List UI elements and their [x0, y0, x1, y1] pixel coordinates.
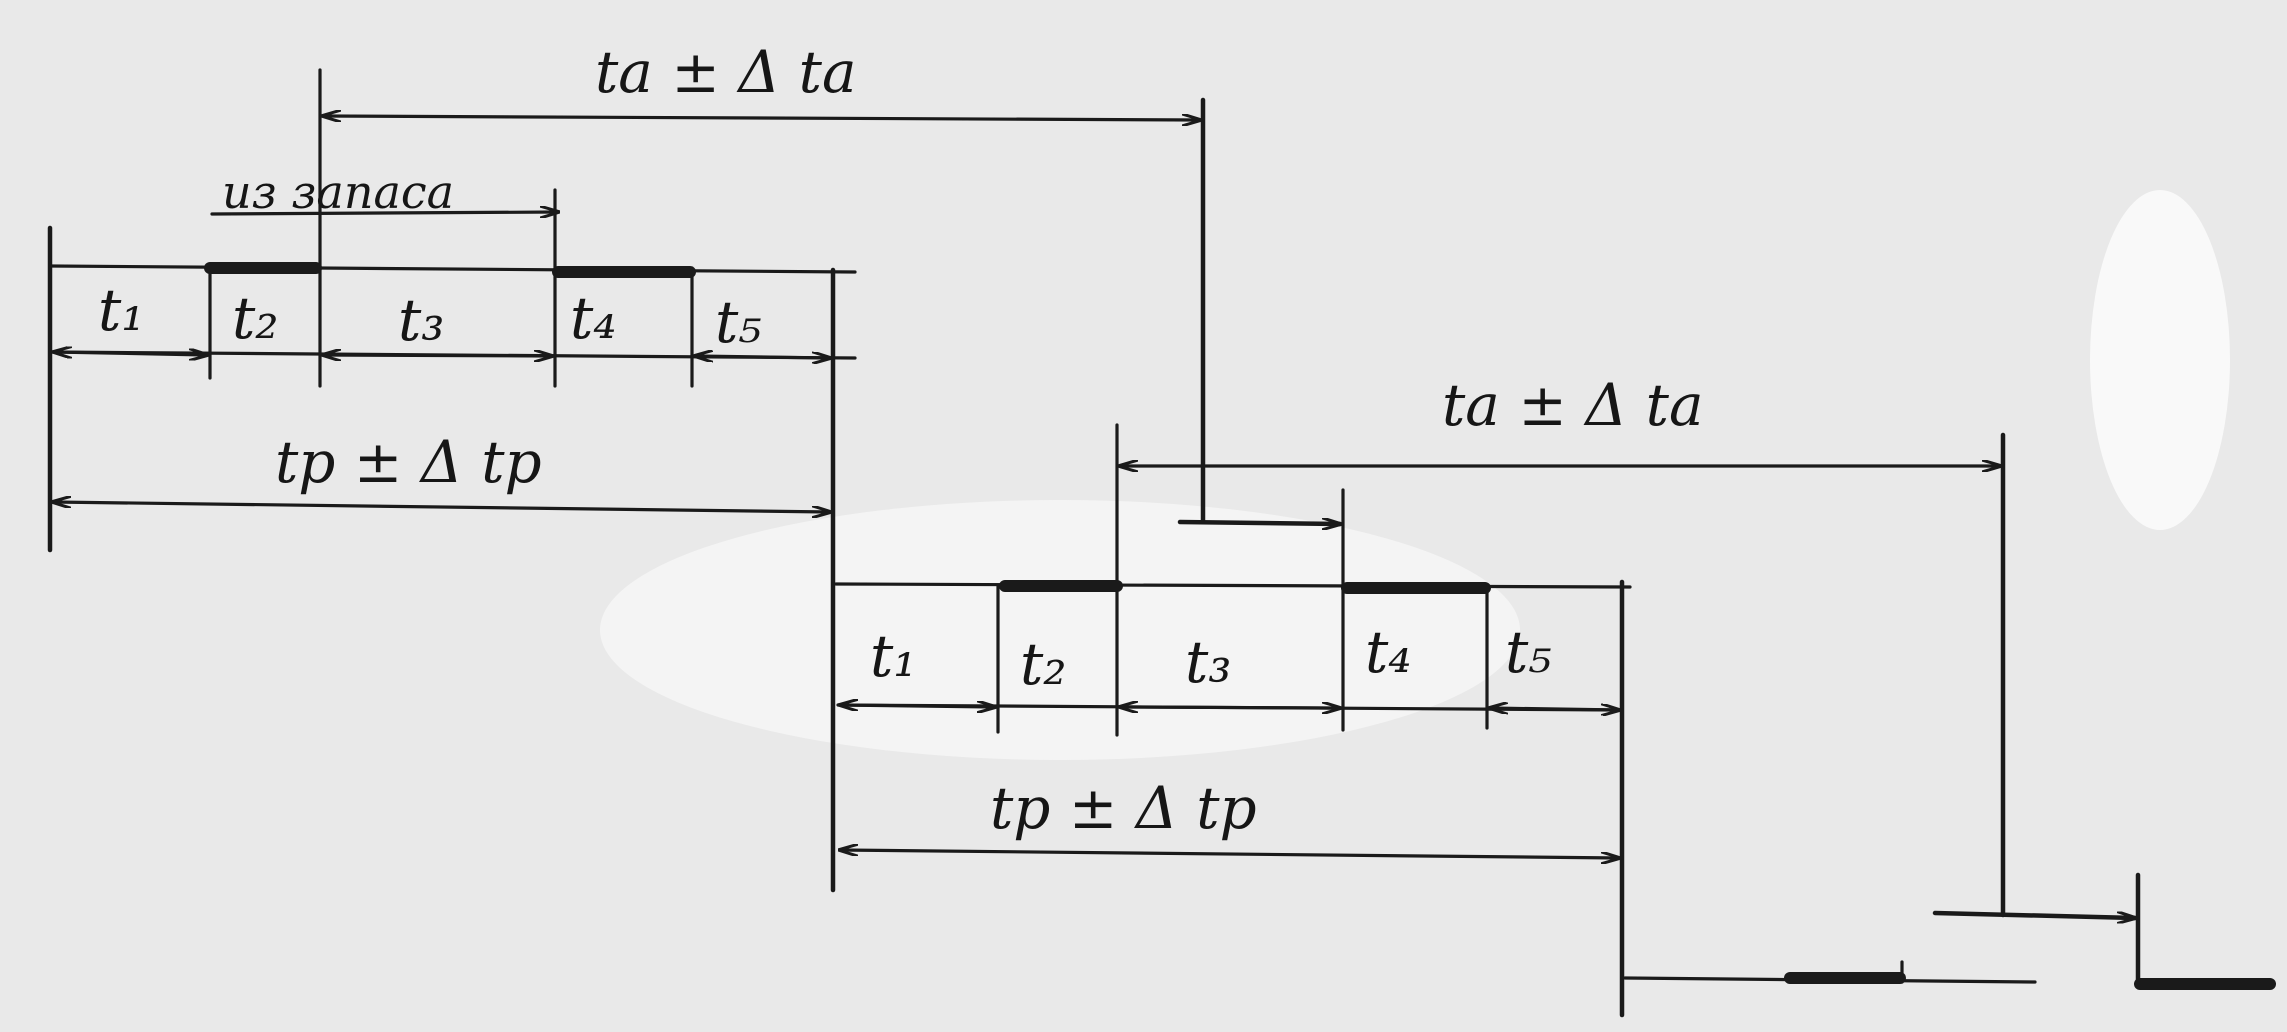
- top-interval: tа ± Δ tа: [323, 38, 1343, 524]
- cycle1-label-t3: t₃: [398, 286, 445, 354]
- cycle1-t5-arrow: [695, 356, 830, 358]
- cycle2-t5-arrow: [1490, 708, 1619, 710]
- right-interval: tа ± Δ tа: [1120, 371, 2138, 918]
- cycle1-label-t2: t₂: [232, 284, 279, 352]
- cycle1-period-label: tр ± Δ tр: [275, 428, 542, 496]
- cycle2-baseline: [834, 582, 1632, 589]
- cycle2-period-label: tр ± Δ tр: [990, 774, 1257, 842]
- cycle2-label-t5: t₅: [1505, 618, 1552, 686]
- cycle2-t3-arrow: [1120, 707, 1340, 708]
- cycle-3: [1623, 872, 2276, 990]
- cycle2-label-t3: t₃: [1185, 628, 1232, 696]
- cycle1-label-t5: t₅: [715, 288, 762, 356]
- right-interval-transfer-arrow: [1932, 910, 2138, 918]
- top-interval-transfer-arrow: [1177, 522, 1343, 524]
- cycle2-label-t2: t₂: [1020, 630, 1067, 698]
- reserve-arrow: [210, 212, 558, 214]
- cycle2-period-arrow: [840, 850, 1619, 858]
- cycle1-t1-arrow: [54, 352, 207, 355]
- cycle-1: t₁ t₂ t₃ t₄ t₅ tр ± Δ tр из запаса: [47, 68, 857, 893]
- cycle1-baseline: [48, 264, 857, 274]
- cycle1-period-arrow: [53, 502, 830, 512]
- paper-blotch: [600, 500, 1520, 760]
- cycle2-t1-arrow: [840, 705, 995, 707]
- reserve-note: из запаса: [222, 165, 454, 219]
- cycle1-label-t4: t₄: [570, 284, 617, 352]
- top-interval-arrow: [323, 116, 1200, 120]
- top-interval-label: tа ± Δ tа: [595, 38, 857, 106]
- right-interval-label: tа ± Δ tа: [1442, 371, 1704, 439]
- cycle-2: t₁ t₂ t₃ t₄ t₅ tр ± Δ tр: [834, 423, 1632, 1018]
- cycle1-t3-arrow: [323, 355, 552, 356]
- cycle2-label-t4: t₄: [1365, 618, 1412, 686]
- cycle1-label-t1: t₁: [98, 276, 145, 344]
- cycle2-label-t1: t₁: [870, 622, 917, 690]
- paper-blotch: [2090, 190, 2230, 530]
